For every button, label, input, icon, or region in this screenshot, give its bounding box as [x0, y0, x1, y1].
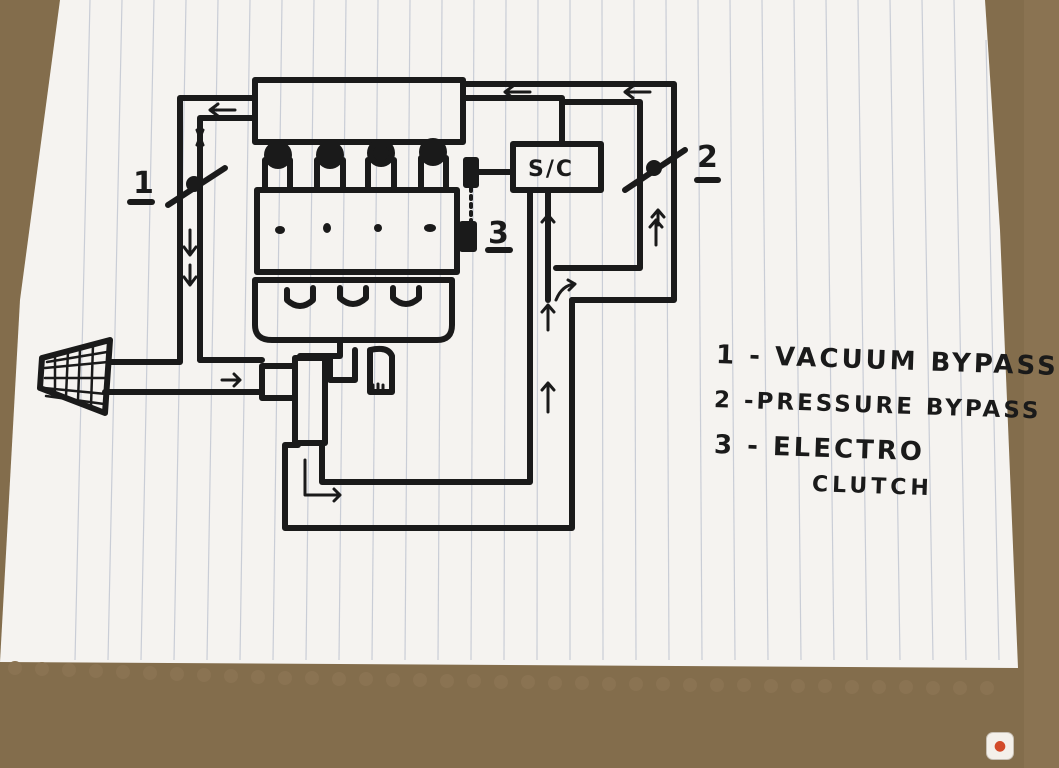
clutch-housing: [367, 345, 395, 395]
perforated-edge: [8, 661, 994, 695]
engine-block: [254, 187, 460, 275]
vacuum-bypass-pipe: [197, 115, 258, 363]
intake-plenum: [252, 77, 466, 145]
photo-scene: 1 2 3 S/C: [0, 0, 1018, 695]
intake-pipe-top: [107, 95, 258, 365]
clutch-teeth: [371, 382, 385, 394]
label-component-2: 2: [697, 140, 720, 175]
electro-clutch-block: [463, 157, 479, 188]
sc-inlet-pipe: [319, 187, 533, 485]
crankcase: [252, 277, 455, 343]
outer-return-pipe: [282, 297, 575, 531]
supercharger-box: [510, 141, 604, 193]
cylinder-walls: [262, 155, 449, 193]
air-filter-mesh: [42, 343, 110, 408]
cylinder-heads: [264, 138, 447, 169]
pressure-pipe-top: [460, 81, 677, 303]
block-ports: [275, 223, 436, 234]
engine-diagram: [37, 77, 721, 531]
camera-app-icon[interactable]: ●: [986, 732, 1014, 760]
crank-lobes: [284, 285, 422, 309]
label-component-3: 3: [488, 216, 511, 251]
pressure-bypass-loop: [553, 99, 643, 271]
electro-clutch-unit: [459, 221, 477, 252]
flow-arrows: [182, 84, 666, 503]
label-component-1: 1: [133, 166, 156, 201]
air-filter: [37, 337, 113, 416]
legend-clutch: CLUTCH: [811, 472, 934, 502]
label-supercharger: S/C: [528, 157, 574, 182]
pressure-pipe-inner: [460, 95, 565, 147]
